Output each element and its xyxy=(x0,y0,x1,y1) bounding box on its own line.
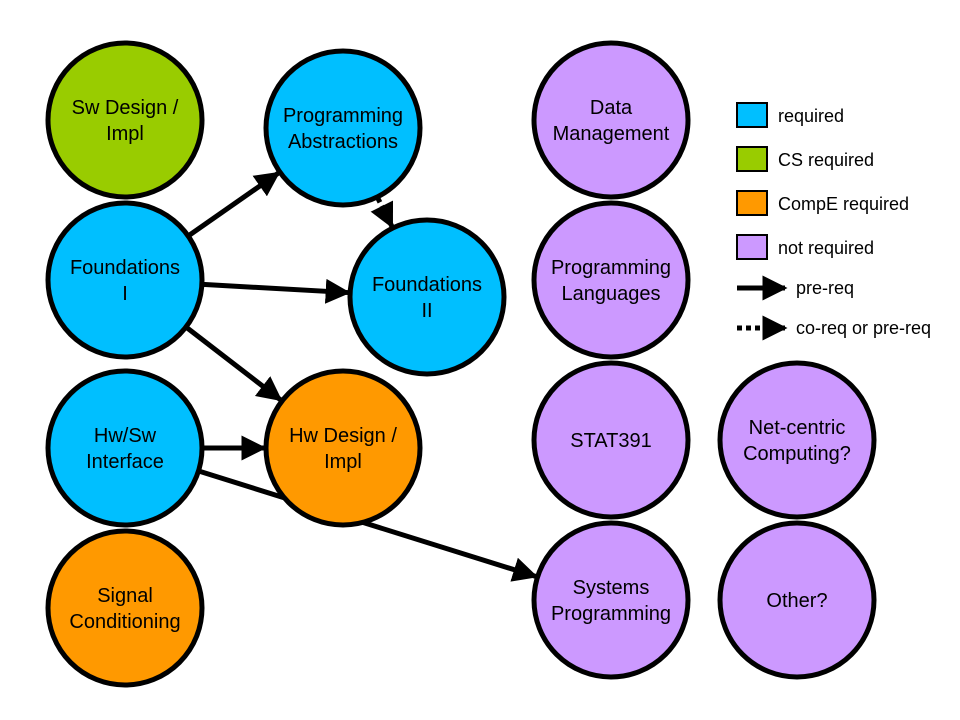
legend-item-co-req: co-req or pre-req xyxy=(737,315,931,341)
coreq-arrow-programming-abstractions-to-foundations-2 xyxy=(370,196,395,229)
legend-label: CS required xyxy=(778,150,874,170)
node-circle xyxy=(263,48,423,208)
prereq-arrow-hw-sw-interface-to-systems-programming xyxy=(198,468,538,582)
node-label: Foundations xyxy=(372,274,482,296)
node-label: Languages xyxy=(562,283,661,305)
legend-swatch xyxy=(736,146,768,172)
node-circle xyxy=(45,40,205,200)
legend-item-not_required: not required xyxy=(736,234,874,260)
prereq-arrow-foundations-1-to-programming-abstractions xyxy=(187,171,281,238)
legend-label: not required xyxy=(778,238,874,258)
node-circle xyxy=(263,368,423,528)
legend-item-cs_required: CS required xyxy=(736,146,874,172)
node-circle xyxy=(531,360,691,520)
node-circle xyxy=(531,200,691,360)
legend-label: co-req or pre-req xyxy=(796,318,931,338)
node-label: Foundations xyxy=(70,257,180,279)
legend-item-pre-req: pre-req xyxy=(737,275,854,301)
legend-swatch xyxy=(736,234,768,260)
legend-swatch xyxy=(736,102,768,128)
node-label: Data xyxy=(590,97,633,119)
node-sw-design-impl: Sw Design / Impl xyxy=(45,40,205,200)
prereq-arrow-foundations-1-to-hw-design-impl xyxy=(185,325,283,402)
node-label: Impl xyxy=(106,123,144,145)
node-stat391: STAT391 xyxy=(531,360,691,520)
node-circle xyxy=(347,217,507,377)
node-circle xyxy=(717,360,877,520)
node-label: STAT391 xyxy=(570,430,652,452)
node-hw-design-impl: Hw Design / Impl xyxy=(263,368,423,528)
edges-layer xyxy=(185,171,538,582)
node-label: Conditioning xyxy=(69,611,180,633)
legend-item-compe_required: CompE required xyxy=(736,190,909,216)
node-circle xyxy=(45,368,205,528)
node-label: Signal xyxy=(97,585,153,607)
node-circle xyxy=(45,200,205,360)
node-label: Abstractions xyxy=(288,131,398,153)
node-label: Hw/Sw xyxy=(94,425,157,447)
node-label: Other? xyxy=(766,590,827,612)
nodes-layer: Sw Design /ImplFoundationsIHw/SwInterfac… xyxy=(45,40,877,688)
node-label: Computing? xyxy=(743,443,851,465)
node-label: Programming xyxy=(551,257,671,279)
node-label: Interface xyxy=(86,451,164,473)
node-other: Other? xyxy=(717,520,877,680)
node-label: Management xyxy=(553,123,670,145)
node-circle xyxy=(717,520,877,680)
node-label: Hw Design / xyxy=(289,425,397,447)
legend-swatch xyxy=(736,190,768,216)
legend-label: CompE required xyxy=(778,194,909,214)
node-label: I xyxy=(122,283,128,305)
node-label: Systems xyxy=(573,577,650,599)
node-label: II xyxy=(421,300,432,322)
legend-label: pre-req xyxy=(796,278,854,298)
node-label: Programming xyxy=(283,105,403,127)
node-label: Net-centric xyxy=(749,417,846,439)
node-label: Impl xyxy=(324,451,362,473)
node-label: Programming xyxy=(551,603,671,625)
node-circle xyxy=(531,520,691,680)
legend-label: required xyxy=(778,106,844,126)
node-circle xyxy=(531,40,691,200)
node-circle xyxy=(45,528,205,688)
legend-item-required: required xyxy=(736,102,844,128)
node-label: Sw Design / xyxy=(72,97,179,119)
prereq-arrow-foundations-1-to-foundations-2 xyxy=(202,278,351,304)
